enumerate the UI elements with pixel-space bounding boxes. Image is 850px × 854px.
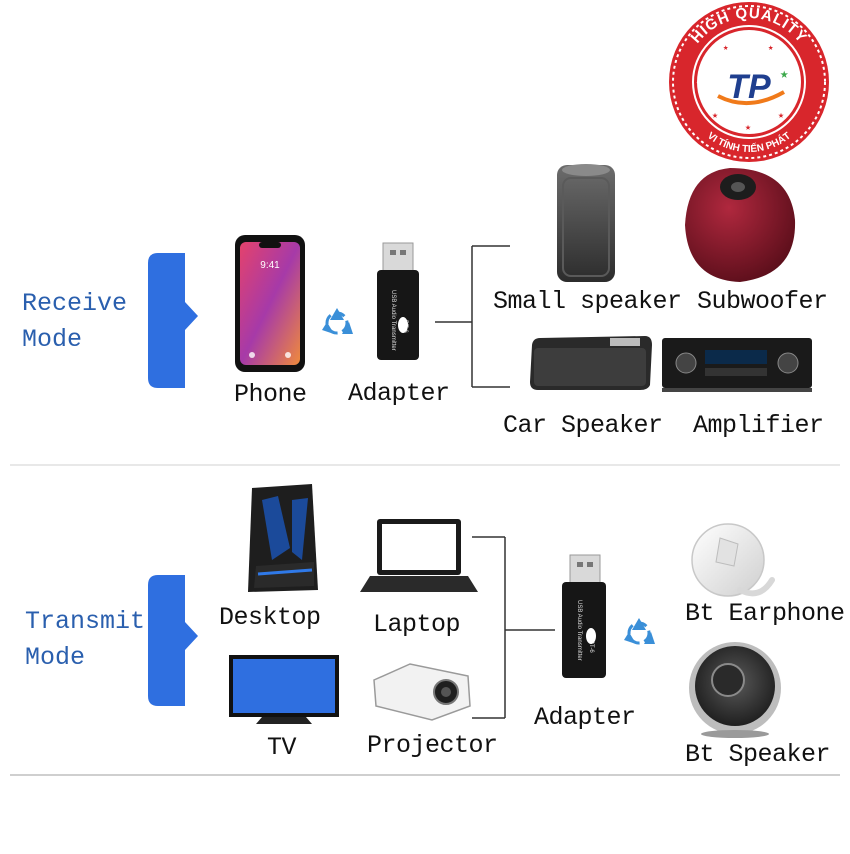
transmit-connector-lines: [472, 536, 555, 719]
bt-speaker-icon: [689, 642, 781, 738]
receive-connector-lines: [435, 245, 510, 388]
desktop-label: Desktop: [219, 603, 321, 632]
projector-icon: [373, 663, 471, 721]
small-speaker-label: Small speaker: [493, 287, 682, 316]
car-speaker-label: Car Speaker: [503, 411, 663, 440]
transmit-mode-line2: Mode: [25, 643, 86, 672]
receive-mode-arrow: [148, 253, 198, 388]
badge-star-icon: ★: [745, 122, 751, 133]
badge-star-icon: ★: [778, 110, 784, 121]
recycle-icon: [624, 618, 655, 645]
quality-badge: HIGH QUALITY VI TÍNH TIẾN PHÁT ★ ★ ★ ★ ★…: [669, 2, 829, 162]
transmit-mode-line1: Transmit: [25, 607, 146, 636]
usb-adapter-icon: USB Audio Transmitter BT-6: [377, 242, 419, 360]
badge-star-icon: ★: [696, 75, 703, 89]
badge-star-icon: ★: [712, 110, 718, 121]
transmit-mode-arrow: [148, 575, 198, 706]
phone-label: Phone: [234, 380, 307, 409]
tv-label: TV: [267, 733, 297, 762]
subwoofer-label: Subwoofer: [697, 287, 828, 316]
projector-label: Projector: [367, 731, 498, 760]
receive-mode-line2: Mode: [22, 325, 83, 354]
amplifier-icon: [662, 338, 812, 392]
recycle-icon: [322, 308, 353, 335]
adapter-print-text: USB Audio Transmitter: [576, 600, 582, 661]
bt-speaker-label: Bt Speaker: [685, 740, 831, 769]
transmit-mode-label: Transmit Mode: [25, 604, 145, 676]
badge-star-icon: ★: [723, 43, 729, 53]
badge-star-icon: ★: [768, 43, 774, 53]
laptop-label: Laptop: [373, 610, 461, 639]
adapter-model-text: BT-6: [588, 640, 594, 653]
adapter-label: Adapter: [348, 379, 450, 408]
receive-mode-label: Receive Mode: [22, 286, 127, 358]
bt-earphone-icon: [691, 523, 775, 597]
car-speaker-icon: [530, 336, 652, 390]
receive-mode-line1: Receive: [22, 289, 128, 318]
usb-adapter-icon: USB Audio Transmitter BT-6: [562, 554, 606, 678]
badge-inner: [697, 30, 801, 134]
phone-time: 9:41: [260, 260, 280, 271]
tv-icon: [229, 655, 339, 724]
badge-star-icon: ★: [792, 75, 799, 89]
adapter-label: Adapter: [534, 703, 636, 732]
small-speaker-icon: [557, 164, 615, 282]
badge-logo-swoosh: [717, 90, 785, 106]
adapter-print-text: USB Audio Transmitter: [390, 290, 396, 351]
subwoofer-icon: [685, 168, 796, 282]
desktop-icon: [248, 484, 318, 592]
bt-earphone-label: Bt Earphone: [685, 599, 845, 628]
badge-logo-star-icon: ★: [780, 66, 789, 82]
laptop-icon: [360, 519, 478, 592]
amplifier-label: Amplifier: [693, 411, 824, 440]
